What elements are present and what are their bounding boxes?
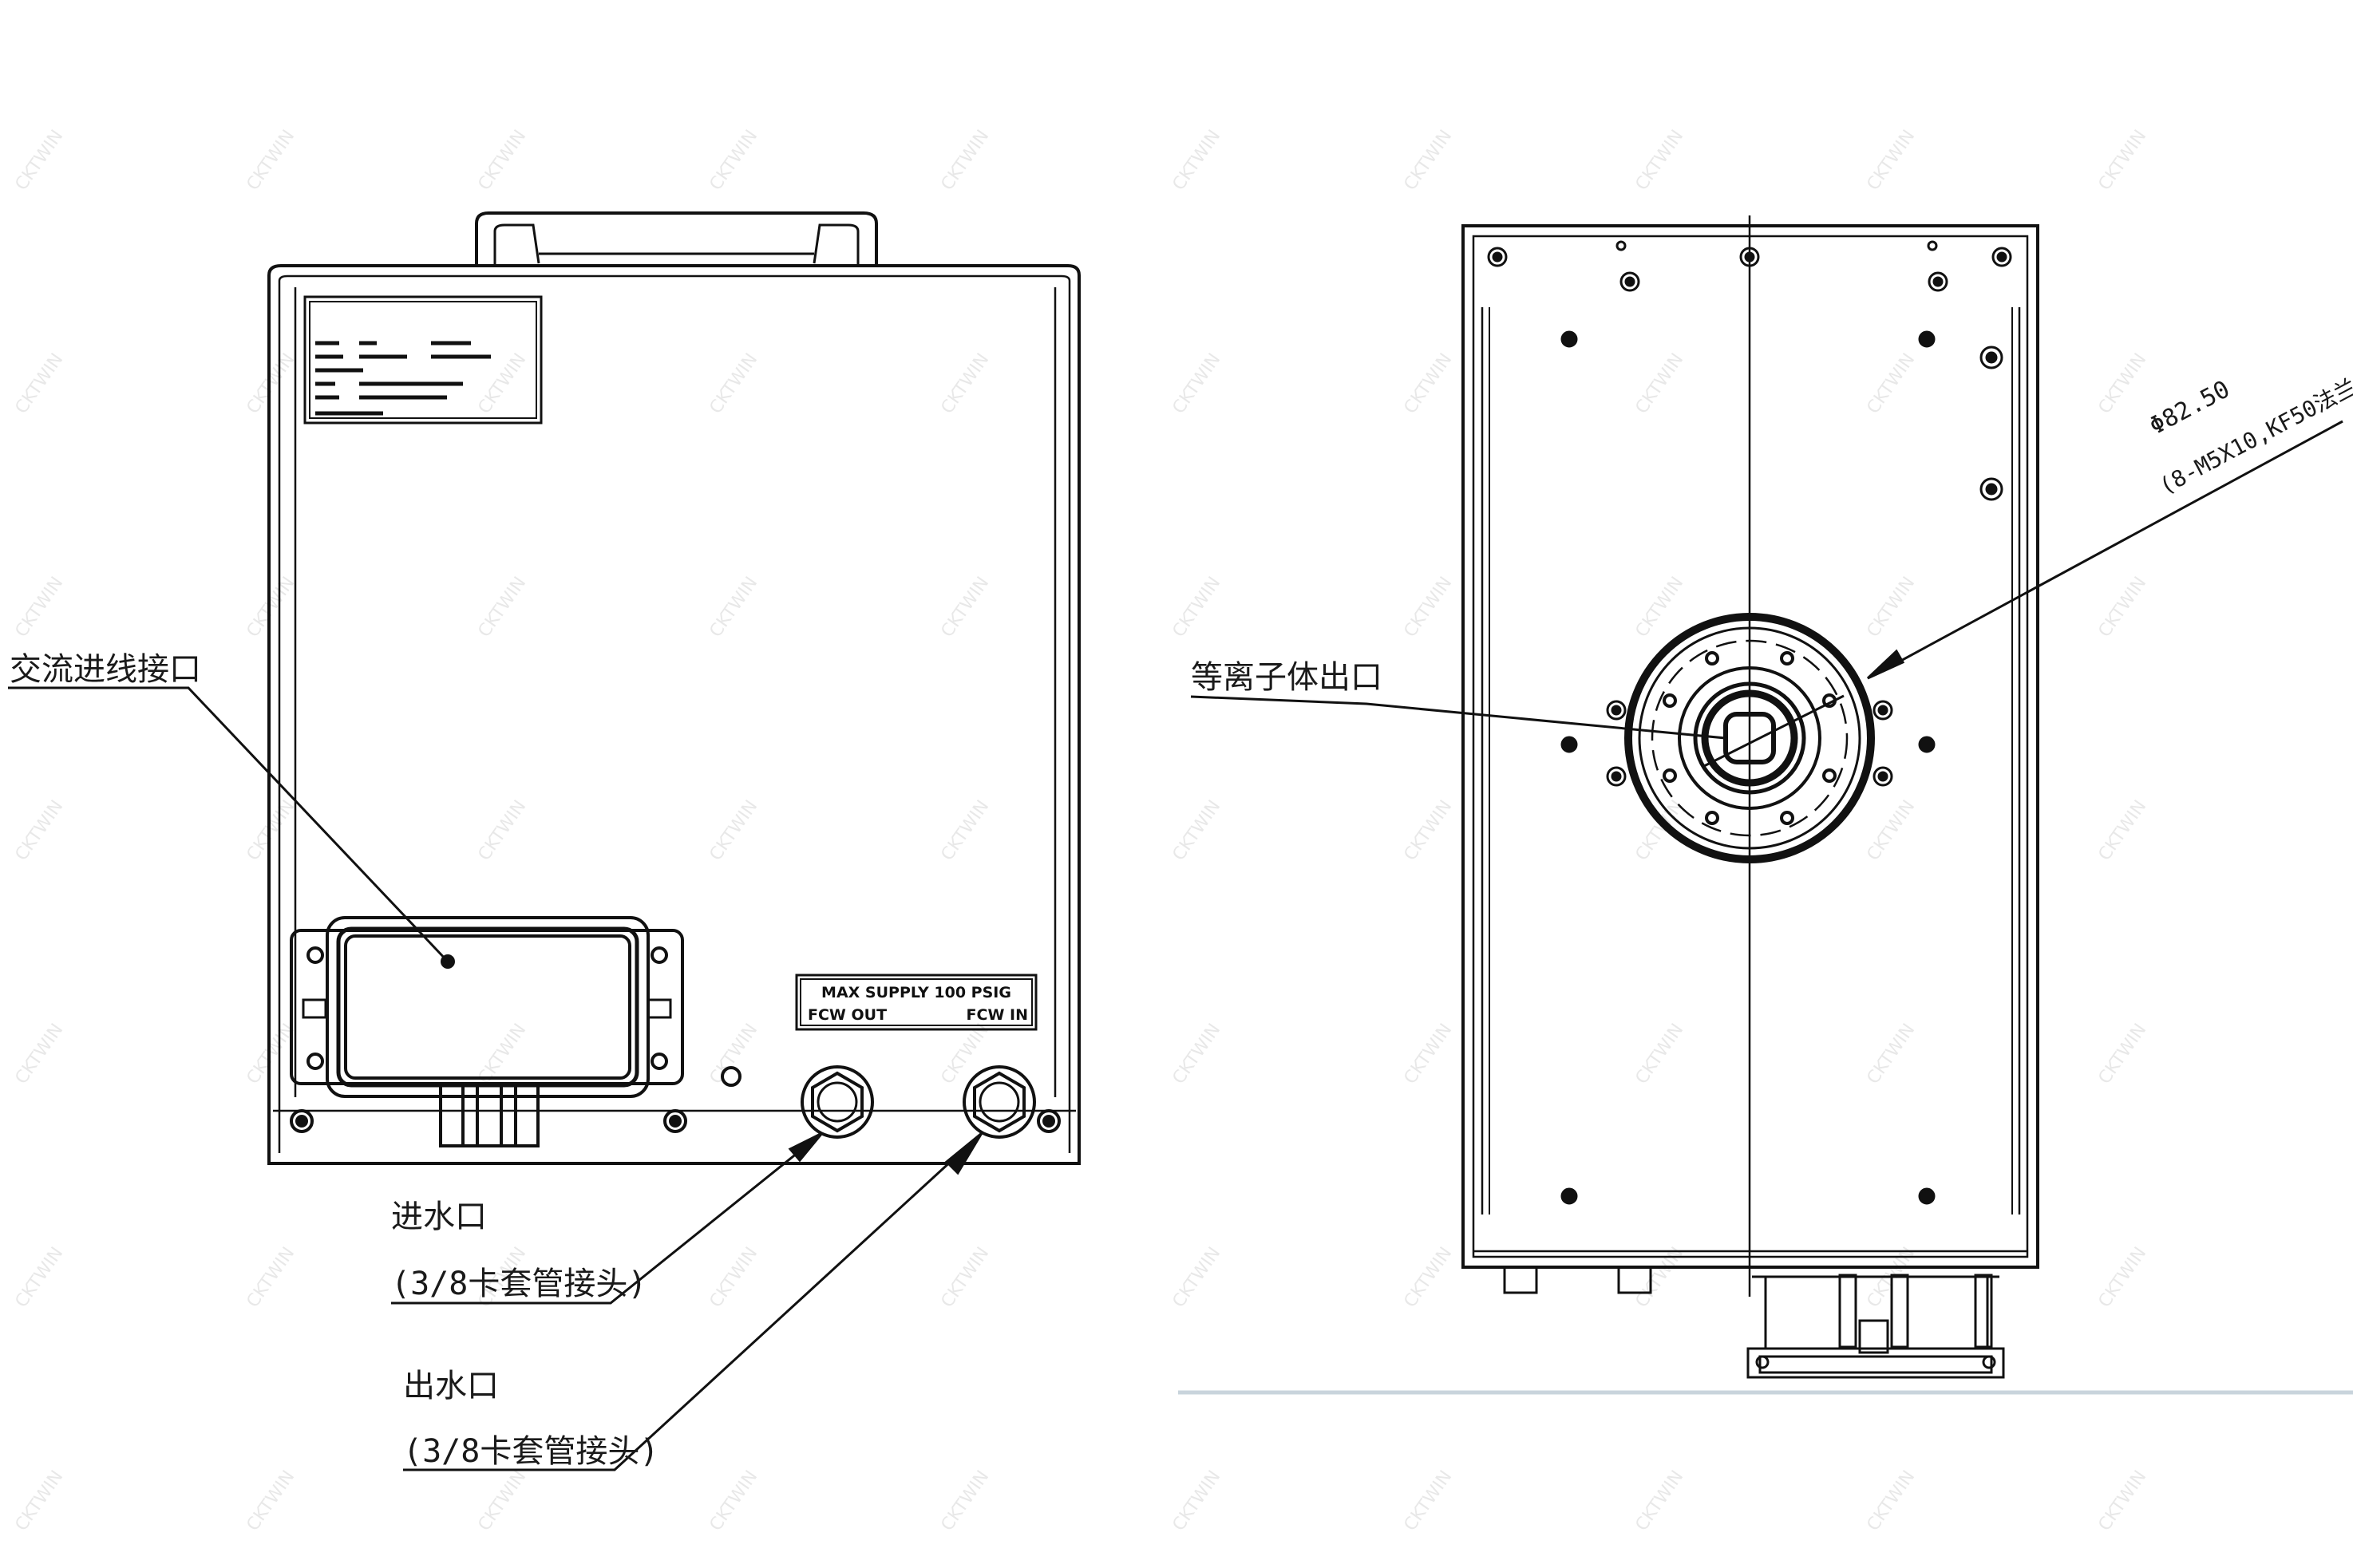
water-outlet-fitting — [801, 1065, 874, 1139]
watermark-text: CKTWIN — [1863, 1020, 1919, 1088]
watermark-text: CKTWIN — [1169, 796, 1224, 864]
side-mounting-holes — [1487, 240, 2012, 1205]
watermark-text: CKTWIN — [1631, 796, 1687, 864]
watermark-text: CKTWIN — [474, 1467, 530, 1534]
watermark-text: CKTWIN — [1400, 1020, 1456, 1088]
watermark-text: CKTWIN — [1863, 573, 1919, 641]
watermark-text: CKTWIN — [474, 126, 530, 194]
watermark-text: CKTWIN — [1631, 1467, 1687, 1534]
watermark-text: CKTWIN — [937, 1467, 993, 1534]
front-housing — [267, 264, 1081, 1165]
callout-water-in-title: 进水口 — [391, 1199, 487, 1235]
watermark-text: CKTWIN — [243, 573, 299, 641]
callout-water-out-title: 出水口 — [403, 1368, 499, 1404]
watermark-text: CKTWIN — [706, 1020, 761, 1088]
watermark-text: CKTWIN — [243, 126, 299, 194]
watermark-text: CKTWIN — [2094, 1020, 2150, 1088]
watermark-text: CKTWIN — [11, 1020, 67, 1088]
watermark-text: CKTWIN — [11, 1467, 67, 1534]
watermark-text: CKTWIN — [1400, 1467, 1456, 1534]
watermark-text: CKTWIN — [937, 573, 993, 641]
watermark-text: CKTWIN — [1400, 573, 1456, 641]
watermark-text: CKTWIN — [937, 126, 993, 194]
watermark-text: CKTWIN — [1631, 350, 1687, 417]
watermark-text: CKTWIN — [1631, 126, 1687, 194]
watermark-text: CKTWIN — [243, 796, 299, 864]
watermark-text: CKTWIN — [2094, 573, 2150, 641]
top-handle — [475, 211, 878, 266]
callout-flange-spec: (8-M5X10,KF50法兰) — [2155, 367, 2353, 500]
front-screws — [290, 1066, 1061, 1133]
front-leaders — [8, 686, 983, 1471]
callout-water-out-spec: (3/8卡套管接头) — [403, 1433, 658, 1470]
flow-plate-header: MAX SUPPLY 100 PSIG — [821, 984, 1011, 1001]
callout-flange-diameter: Φ82.50 — [2145, 375, 2234, 440]
watermark-text: CKTWIN — [11, 796, 67, 864]
watermark-text: CKTWIN — [937, 1243, 993, 1311]
watermark-text: CKTWIN — [11, 1243, 67, 1311]
watermark-text: CKTWIN — [11, 573, 67, 641]
watermark-text: CKTWIN — [1169, 1243, 1224, 1311]
front-view — [8, 211, 1081, 1471]
nameplate-text-lines — [315, 341, 491, 416]
side-view — [1178, 215, 2353, 1395]
watermark-text: CKTWIN — [1169, 1020, 1224, 1088]
watermark-text: CKTWIN — [1863, 350, 1919, 417]
plasma-outlet-flange — [1624, 613, 1875, 863]
callout-water-in-spec: (3/8卡套管接头) — [391, 1266, 647, 1302]
watermark-text: CKTWIN — [1400, 1243, 1456, 1311]
watermark-text: CKTWIN — [1169, 350, 1224, 417]
watermark-text: CKTWIN — [937, 350, 993, 417]
watermark-text: CKTWIN — [706, 350, 761, 417]
watermark-text: CKTWIN — [1631, 1243, 1687, 1311]
watermark-text: CKTWIN — [2094, 350, 2150, 417]
flow-plate — [795, 974, 1038, 1031]
watermark-text: CKTWIN — [474, 796, 530, 864]
nameplate — [303, 295, 543, 425]
watermark-text: CKTWIN — [1863, 796, 1919, 864]
side-leaders — [1190, 420, 2343, 740]
side-housing — [1461, 215, 2039, 1297]
watermark-text: CKTWIN — [1169, 1467, 1224, 1534]
side-bottom-connector — [1503, 1266, 2005, 1379]
watermark-text: CKTWIN — [243, 1243, 299, 1311]
watermark-text: CKTWIN — [11, 126, 67, 194]
watermark-text: CKTWIN — [937, 796, 993, 864]
watermark-text: CKTWIN — [2094, 1243, 2150, 1311]
watermark-text: CKTWIN — [2094, 126, 2150, 194]
watermark-text: CKTWIN — [1631, 1020, 1687, 1088]
watermark-text: CKTWIN — [11, 350, 67, 417]
side-view-text: 等离子体出口 Φ82.50 (8-M5X10,KF50法兰) — [1191, 367, 2353, 696]
watermark-text: CKTWIN — [1400, 350, 1456, 417]
watermark-text: CKTWIN — [243, 1467, 299, 1534]
watermark-text: CKTWIN — [706, 1243, 761, 1311]
front-view-text: 交流进线接口 进水口 (3/8卡套管接头) 出水口 (3/8卡套管接头) MAX… — [10, 651, 1028, 1470]
watermark-text: CKTWIN — [474, 350, 530, 417]
watermark-text: CKTWIN — [706, 573, 761, 641]
watermark-text: CKTWIN — [706, 796, 761, 864]
watermark-text: CKTWIN — [243, 350, 299, 417]
watermark-text: CKTWIN — [1400, 126, 1456, 194]
watermark-text: CKTWIN — [1400, 796, 1456, 864]
watermark-text: CKTWIN — [474, 573, 530, 641]
watermark-text: CKTWIN — [1863, 126, 1919, 194]
watermark-text: CKTWIN — [1169, 573, 1224, 641]
watermark-text: CKTWIN — [706, 1467, 761, 1534]
callout-plasma-outlet: 等离子体出口 — [1191, 659, 1382, 696]
water-inlet-fitting — [963, 1065, 1036, 1139]
flow-plate-out-label: FCW OUT — [808, 1006, 887, 1024]
watermark-text: CKTWIN — [2094, 1467, 2150, 1534]
callout-ac-inlet: 交流进线接口 — [10, 651, 201, 688]
watermark-text: CKTWIN — [2094, 796, 2150, 864]
watermark-text: CKTWIN — [1631, 573, 1687, 641]
watermark-text: CKTWIN — [1863, 1467, 1919, 1534]
flow-plate-in-label: FCW IN — [967, 1006, 1028, 1024]
ac-inlet-connector — [290, 916, 684, 1147]
watermark-text: CKTWIN — [1169, 126, 1224, 194]
watermark-text: CKTWIN — [706, 126, 761, 194]
